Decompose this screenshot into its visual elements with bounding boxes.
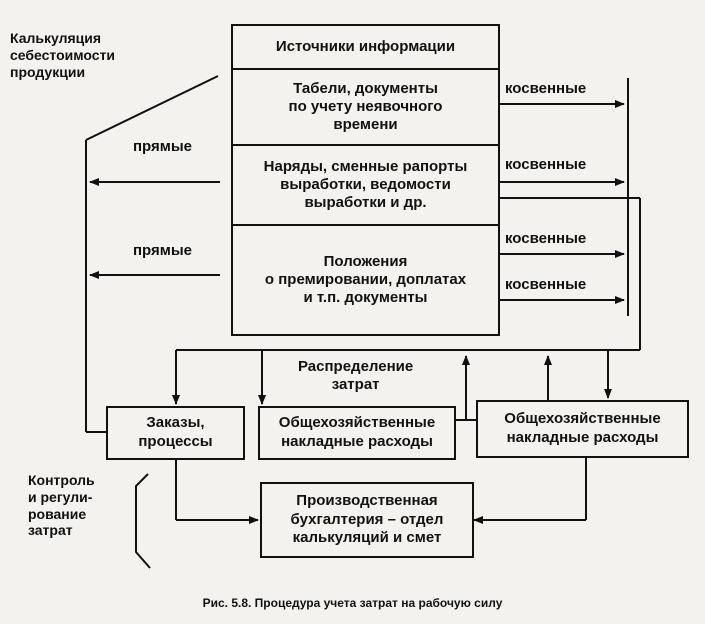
control-label: Контроль и регули- рование затрат (28, 472, 95, 539)
indirect-label-2: косвенные (505, 156, 587, 173)
figure-caption: Рис. 5.8. Процедура учета затрат на рабо… (202, 596, 503, 610)
distribution-label: Распределение затрат (298, 358, 414, 393)
orders-box: Заказы, процессы (106, 406, 245, 460)
sources-box: Источники информации Табели, документы п… (231, 24, 500, 336)
indirect-label-1: косвенные (505, 80, 587, 97)
costing-diagonal-line (85, 75, 219, 141)
overhead-box-1: Общехозяйственные накладные расходы (258, 406, 456, 460)
control-bracket (135, 473, 151, 569)
source-work-orders: Наряды, сменные рапорты выработки, ведом… (233, 146, 498, 226)
source-timesheets: Табели, документы по учету неявочного вр… (233, 70, 498, 146)
indirect-label-3: косвенные (505, 230, 587, 247)
indirect-label-4: косвенные (505, 276, 587, 293)
direct-label-2: прямые (133, 242, 193, 259)
accounting-box: Производственная бухгалтерия – отдел кал… (260, 482, 474, 558)
sources-title: Источники информации (233, 26, 498, 70)
source-bonus-regulations: Положения о премировании, доплатах и т.п… (264, 252, 467, 307)
overhead-box-2: Общехозяйственные накладные расходы (476, 400, 689, 458)
costing-label: Калькуляция себестоимости продукции (10, 30, 116, 80)
direct-label-1: прямые (133, 138, 193, 155)
